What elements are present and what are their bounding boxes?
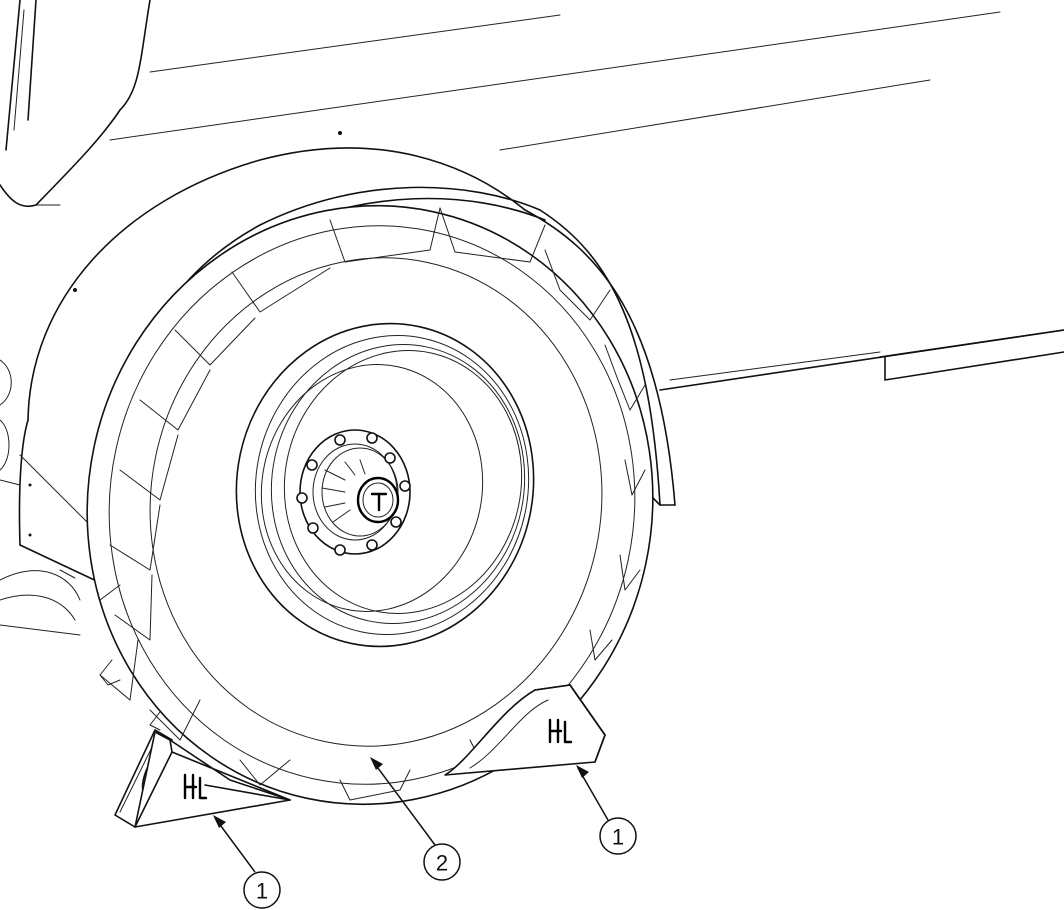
- callout-label-right: 1: [612, 825, 624, 850]
- chassis-lower-left: [0, 569, 81, 636]
- hub-ribs: [321, 459, 366, 523]
- vehicle-body: [0, 0, 1064, 391]
- callout-label-tyre: 2: [436, 851, 448, 876]
- chock-logo-left: [183, 773, 208, 800]
- callout-right: 1: [599, 817, 637, 855]
- tyre: [86, 204, 654, 806]
- callout-leaders: [213, 757, 609, 873]
- chock-right: [444, 684, 606, 776]
- chock-left: [114, 729, 291, 828]
- callout-label-left: 1: [256, 879, 268, 904]
- wheel-nuts: [296, 432, 411, 556]
- chock-logo-right: [548, 718, 573, 744]
- tyre-lugs: [99, 207, 646, 801]
- callout-tyre: 2: [423, 843, 461, 881]
- callout-left: 1: [243, 871, 281, 909]
